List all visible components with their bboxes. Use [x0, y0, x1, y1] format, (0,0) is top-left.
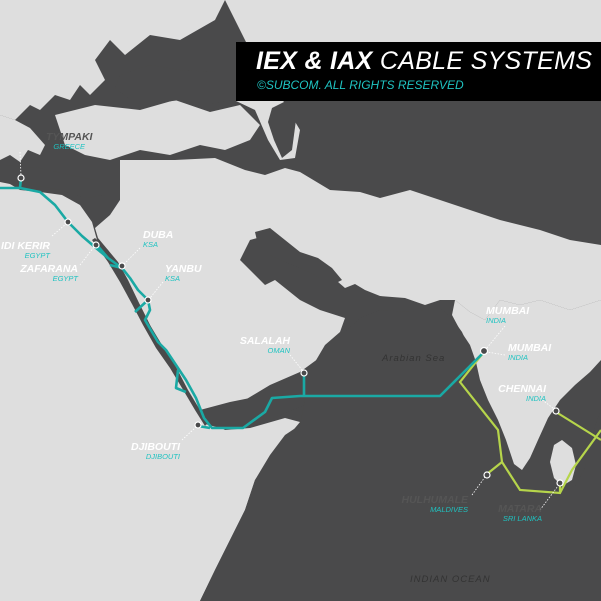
duba-country: KSA	[143, 240, 159, 249]
label-mumbai-2: MUMBAI INDIA	[508, 342, 551, 362]
chennai-city: CHENNAI	[498, 383, 546, 395]
djibouti-leader	[181, 426, 197, 441]
tympaki-country: GREECE	[53, 142, 86, 151]
landing-markers	[17, 174, 564, 487]
label-duba: DUBA KSA	[143, 229, 173, 249]
label-tympaki: TYMPAKI GREECE	[46, 131, 92, 151]
iax-cable	[458, 351, 601, 495]
salalah-country: OMAN	[267, 346, 291, 355]
matara-city: MATARA	[498, 503, 542, 515]
mumbai-1-city: MUMBAI	[486, 305, 530, 317]
copyright-text: ©SUBCOM. ALL RIGHTS RESERVED	[257, 78, 464, 92]
label-chennai: CHENNAI INDIA	[490, 383, 546, 403]
matara-country: SRI LANKA	[502, 514, 542, 523]
djibouti-city: DJIBOUTI	[130, 441, 180, 453]
arabian-sea-label: Arabian Sea	[382, 353, 446, 364]
hulhumale-marker	[483, 471, 491, 479]
hulhumale-country: MALDIVES	[430, 505, 468, 514]
greece-land	[0, 115, 45, 162]
title-bold: IEX & IAX	[256, 47, 373, 75]
iex-med-line	[0, 186, 70, 223]
salalah-city: SALALAH	[239, 335, 290, 347]
indian-ocean-label: INDIAN OCEAN	[410, 574, 491, 585]
mumbai-marker	[479, 346, 489, 356]
iex-loop	[174, 369, 187, 394]
europe-land	[0, 0, 225, 120]
inland-water	[0, 65, 601, 601]
yanbu-marker	[144, 296, 152, 304]
tympaki-city: TYMPAKI	[46, 131, 93, 143]
sidi-kerir-country: EGYPT	[24, 251, 50, 260]
zafarana-city: ZAFARANA	[20, 263, 78, 275]
gulf-of-aden	[200, 392, 305, 428]
salalah-leader	[289, 354, 304, 372]
yanbu-city: YANBU	[165, 263, 202, 275]
iax-maldives-branch	[486, 461, 503, 475]
chennai-marker	[552, 407, 560, 415]
mumbai-leader-1	[485, 325, 506, 350]
title-rest: CABLE SYSTEMS	[379, 47, 593, 75]
sidi-kerir-marker	[64, 218, 72, 226]
yanbu-leader	[149, 281, 164, 299]
mumbai-leader-2	[486, 351, 506, 356]
iax-chennai-branch	[555, 411, 601, 441]
russia-caucasus-land	[225, 0, 601, 160]
djibouti-country: DJIBOUTI	[145, 452, 180, 461]
iax-trunk-line	[458, 351, 601, 495]
label-mumbai-1: MUMBAI INDIA	[486, 305, 529, 325]
tympaki-leader	[19, 151, 22, 177]
duba-city: DUBA	[143, 229, 174, 241]
yanbu-country: KSA	[165, 274, 181, 283]
label-matara: MATARA SRI LANKA	[490, 503, 542, 523]
label-yanbu: YANBU KSA	[165, 263, 202, 283]
duba-marker	[118, 262, 126, 270]
label-zafarana: ZAFARANA EGYPT	[18, 263, 78, 283]
zafarana-marker	[92, 241, 100, 249]
zafarana-leader	[79, 246, 95, 266]
matara-marker	[556, 479, 564, 487]
sidi-kerir-leader	[51, 223, 67, 237]
matara-leader	[539, 485, 559, 511]
caspian-sea	[268, 100, 296, 158]
label-sidi-kerir: IDI KERIR EGYPT	[0, 240, 50, 260]
black-sea	[115, 65, 235, 104]
leader-lines	[19, 151, 559, 511]
arabia-land	[95, 158, 601, 420]
label-djibouti: DJIBOUTI DJIBOUTI	[122, 441, 180, 461]
mumbai-1-country: INDIA	[486, 316, 507, 325]
duba-leader	[123, 247, 141, 265]
africa-land	[0, 178, 300, 601]
label-hulhumale: HULHUMALE MALDIVES	[398, 494, 469, 514]
mediterranean	[0, 165, 105, 198]
zafarana-country: EGYPT	[52, 274, 78, 283]
tympaki-marker	[17, 174, 25, 182]
persian-gulf	[255, 228, 342, 286]
bay-of-bengal	[576, 372, 601, 440]
label-salalah: SALALAH OMAN	[232, 335, 290, 355]
mumbai-2-city: MUMBAI	[508, 342, 552, 354]
india-land	[452, 300, 601, 470]
hulhumale-leader	[471, 476, 486, 496]
chennai-country: INDIA	[525, 394, 546, 403]
title-banner: IEX & IAX CABLE SYSTEMS ©SUBCOM. ALL RIG…	[236, 42, 601, 101]
turkey-land	[55, 100, 260, 160]
sidi-kerir-city: IDI KERIR	[0, 240, 50, 252]
map-title: IEX & IAX CABLE SYSTEMS	[256, 47, 592, 76]
hulhumale-city: HULHUMALE	[401, 494, 469, 506]
salalah-marker	[300, 369, 308, 377]
mumbai-2-country: INDIA	[508, 353, 529, 362]
arabian-sea-water	[200, 308, 601, 601]
djibouti-marker	[194, 421, 202, 429]
